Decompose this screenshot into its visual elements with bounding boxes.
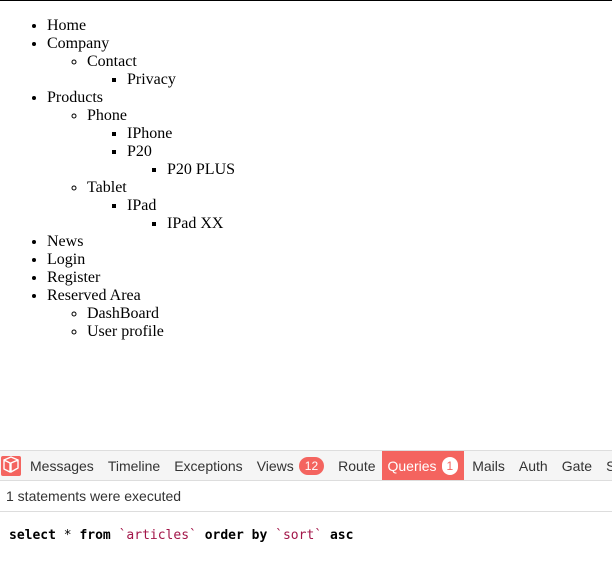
submenu: IPhone P20 P20 PLUS [87, 125, 235, 179]
menu-item-p20-plus[interactable]: P20 PLUS [167, 161, 235, 179]
tab-label: Mails [472, 457, 505, 474]
menu-item-news[interactable]: News [47, 233, 235, 251]
queries-count-badge: 1 [441, 456, 459, 475]
menu-label[interactable]: IPad XX [167, 215, 224, 232]
menu-item-ipad-xx[interactable]: IPad XX [167, 215, 235, 233]
menu-item-register[interactable]: Register [47, 269, 235, 287]
tab-label: Route [338, 457, 376, 474]
tab-label: Timeline [107, 457, 161, 474]
sql-star: * [63, 528, 72, 543]
menu-item-tablet[interactable]: Tablet IPad IPad XX [87, 179, 235, 233]
menu-label[interactable]: Products [47, 89, 103, 106]
menu-item-user-profile[interactable]: User profile [87, 323, 235, 341]
tab-route[interactable]: Route [330, 451, 381, 480]
menu-label[interactable]: Reserved Area [47, 287, 141, 304]
submenu: IPad IPad XX [87, 197, 235, 233]
submenu: DashBoard User profile [47, 305, 235, 341]
tab-messages[interactable]: Messages [22, 451, 100, 480]
menu-item-contact[interactable]: Contact Privacy [87, 53, 235, 89]
tab-auth[interactable]: Auth [511, 451, 554, 480]
laravel-logo-icon[interactable] [0, 451, 22, 480]
menu-item-phone[interactable]: Phone IPhone P20 P20 PLUS [87, 107, 235, 179]
menu-item-reserved-area[interactable]: Reserved Area DashBoard User profile [47, 287, 235, 341]
tab-mails[interactable]: Mails [464, 451, 511, 480]
tab-exceptions[interactable]: Exceptions [166, 451, 248, 480]
tab-label: Views [256, 457, 294, 474]
menu-label[interactable]: Company [47, 35, 110, 52]
tab-label: Queries [387, 457, 437, 474]
menu-item-products[interactable]: Products Phone IPhone P20 P20 PLUS Table… [47, 89, 235, 233]
tab-label: Gate [561, 457, 593, 474]
menu-item-ipad[interactable]: IPad IPad XX [127, 197, 235, 233]
nav-menu: Home Company Contact Privacy Products Ph… [0, 17, 235, 341]
views-count-badge: 12 [298, 456, 325, 475]
sql-table: `articles` [118, 528, 197, 543]
menu-item-p20[interactable]: P20 P20 PLUS [127, 143, 235, 179]
tab-label: Auth [518, 457, 548, 474]
menu-label[interactable]: Contact [87, 53, 137, 70]
sql-statement[interactable]: select * from `articles` order by `sort`… [0, 512, 612, 543]
submenu: Phone IPhone P20 P20 PLUS Tablet IPad IP… [47, 107, 235, 233]
menu-item-company[interactable]: Company Contact Privacy [47, 35, 235, 89]
menu-item-iphone[interactable]: IPhone [127, 125, 235, 143]
submenu: Contact Privacy [47, 53, 235, 89]
submenu: P20 PLUS [127, 161, 235, 179]
menu-item-home[interactable]: Home [47, 17, 235, 35]
menu-label[interactable]: Privacy [127, 71, 176, 88]
menu-label[interactable]: IPhone [127, 125, 173, 142]
menu-label[interactable]: Login [47, 251, 86, 268]
tab-label: Exceptions [174, 457, 243, 474]
sql-keyword: by [251, 528, 268, 543]
menu-label[interactable]: P20 [127, 143, 152, 160]
menu-item-login[interactable]: Login [47, 251, 235, 269]
tab-label: Messages [30, 457, 94, 474]
menu-label[interactable]: News [47, 233, 84, 250]
submenu: IPad XX [127, 215, 235, 233]
menu-label[interactable]: P20 PLUS [167, 161, 236, 178]
menu-item-dashboard[interactable]: DashBoard [87, 305, 235, 323]
tab-truncated[interactable]: S [598, 451, 612, 480]
sql-keyword: from [79, 528, 111, 543]
menu-label[interactable]: User profile [87, 323, 164, 340]
menu-label[interactable]: DashBoard [87, 305, 159, 322]
tab-gate[interactable]: Gate [554, 451, 598, 480]
tab-label: S [606, 458, 612, 474]
submenu: Privacy [87, 71, 235, 89]
sql-keyword: order [204, 528, 244, 543]
sql-keyword: select [9, 528, 56, 543]
statements-status: 1 statements were executed [0, 481, 612, 512]
menu-item-privacy[interactable]: Privacy [127, 71, 235, 89]
sql-keyword: asc [329, 528, 354, 543]
menu-label[interactable]: IPad [127, 197, 157, 214]
sql-column: `sort` [275, 528, 323, 543]
menu-label[interactable]: Phone [87, 107, 127, 124]
menu-label[interactable]: Tablet [87, 179, 127, 196]
menu-label[interactable]: Home [47, 17, 87, 34]
tab-timeline[interactable]: Timeline [100, 451, 166, 480]
menu-label[interactable]: Register [47, 269, 101, 286]
